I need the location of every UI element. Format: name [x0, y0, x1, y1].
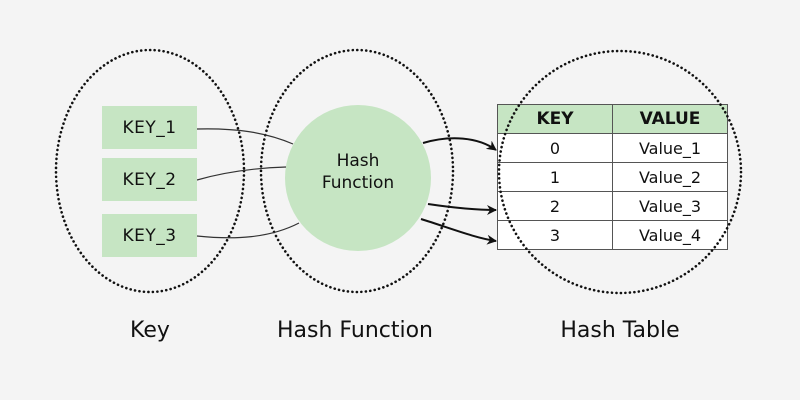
arrow-hash-to-row-2 — [427, 203, 497, 215]
connector-key1-to-hash — [196, 128, 294, 145]
table-row: 2 Value_3 — [497, 191, 728, 221]
key-box-3: KEY_3 — [102, 214, 197, 257]
key-section-label: Key — [130, 318, 170, 343]
table-row: 3 Value_4 — [497, 220, 728, 250]
connector-key3-to-hash — [196, 222, 300, 239]
hash-function-circle-label: Hash Function — [285, 150, 431, 194]
table-cell-key: 1 — [497, 162, 613, 192]
hash-table-header-value: VALUE — [612, 104, 728, 134]
table-cell-key: 2 — [497, 191, 613, 221]
connector-key2-to-hash — [196, 166, 287, 181]
hash-function-circle — [285, 105, 431, 251]
key-box-1: KEY_1 — [102, 106, 197, 149]
table-row: 1 Value_2 — [497, 162, 728, 192]
hash-function-group-boundary — [259, 48, 455, 294]
key-box-label: KEY_3 — [122, 225, 177, 246]
hash-function-text-line1: Hash — [336, 151, 380, 171]
key-box-2: KEY_2 — [102, 158, 197, 201]
hash-function-text-line2: Function — [321, 173, 395, 193]
hash-table-header-key: KEY — [497, 104, 613, 134]
hash-table-section-label: Hash Table — [560, 318, 680, 343]
table-row: 0 Value_1 — [497, 133, 728, 163]
table-cell-value: Value_4 — [612, 220, 728, 250]
arrow-hash-to-row-0 — [422, 137, 497, 151]
key-group-boundary — [54, 48, 246, 294]
key-box-label: KEY_2 — [122, 169, 177, 190]
arrow-hash-to-row-3 — [420, 218, 497, 245]
table-cell-value: Value_3 — [612, 191, 728, 221]
hash-table: KEY VALUE 0 Value_1 1 Value_2 2 Value_3 … — [497, 104, 728, 250]
hash-table-header-row: KEY VALUE — [497, 104, 728, 134]
table-cell-value: Value_2 — [612, 162, 728, 192]
table-cell-key: 3 — [497, 220, 613, 250]
table-cell-key: 0 — [497, 133, 613, 163]
hash-function-section-label: Hash Function — [277, 318, 433, 343]
table-cell-value: Value_1 — [612, 133, 728, 163]
key-box-label: KEY_1 — [122, 117, 177, 138]
